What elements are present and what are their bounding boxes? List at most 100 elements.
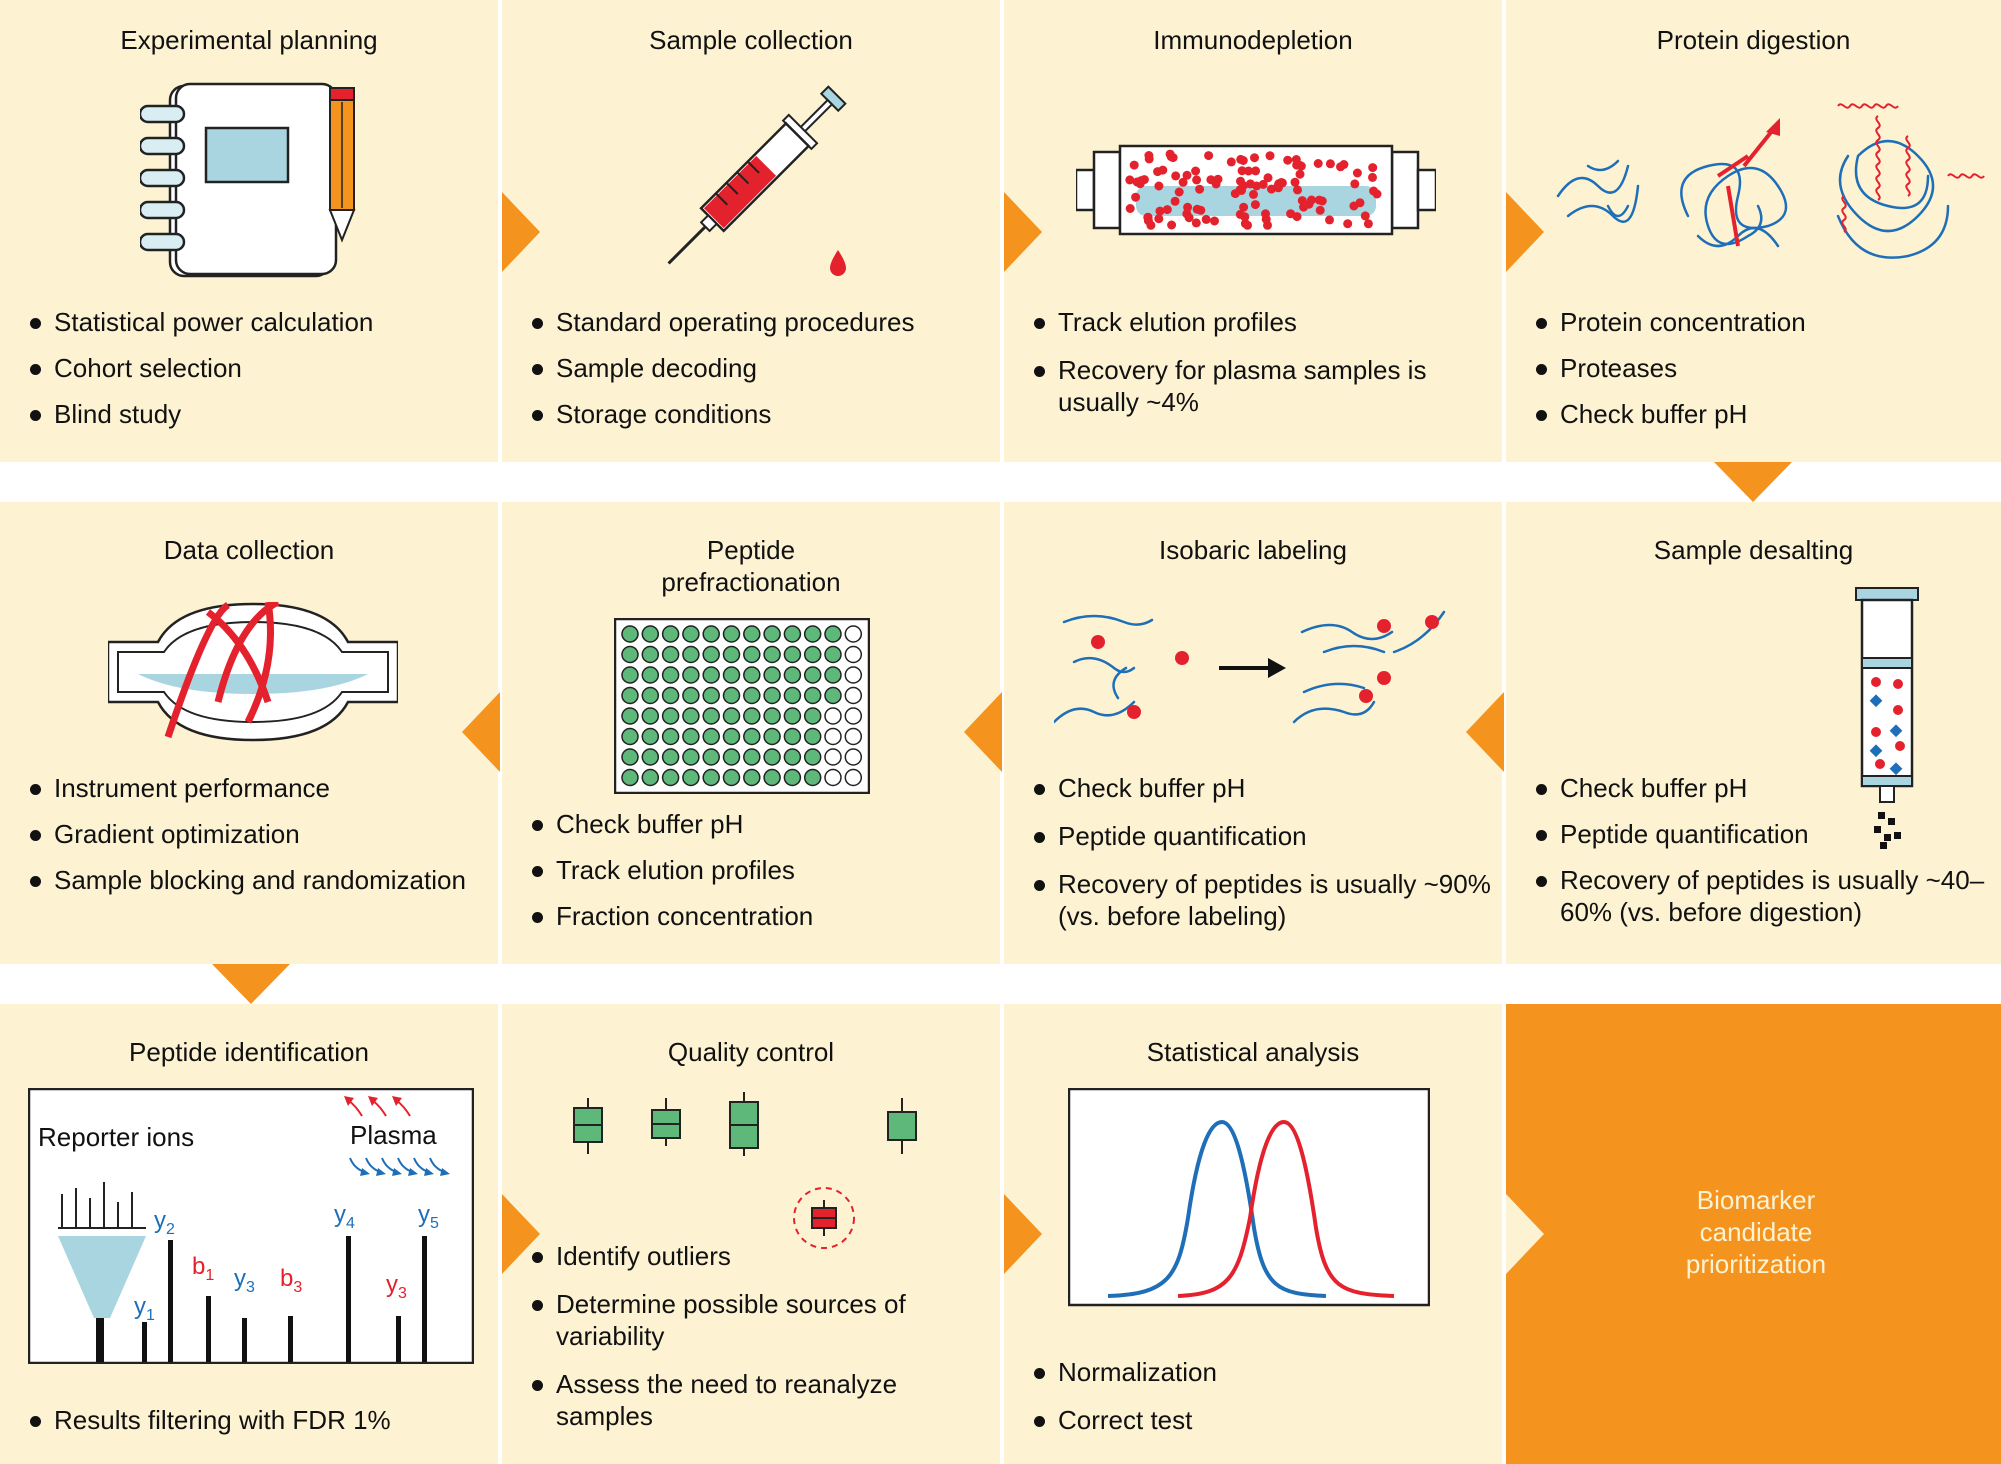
plate-well: [722, 727, 741, 746]
list-item: Gradient optimization: [30, 818, 490, 850]
particle-dot: [1195, 184, 1205, 194]
plate-well: [763, 666, 781, 684]
particle-dot: [1286, 209, 1296, 219]
bullet-list: Instrument performance Gradient optimiza…: [30, 772, 490, 896]
arrow-right-icon: [502, 192, 540, 272]
particle-dot: [1349, 201, 1359, 211]
particle-dot: [1129, 160, 1139, 170]
plate-well: [702, 727, 720, 746]
plate-well: [682, 768, 700, 787]
particle-dot: [1154, 181, 1164, 191]
list-item: Assess the need to reanalyze samples: [532, 1368, 992, 1432]
plate-well: [844, 666, 863, 684]
plate-well: [621, 727, 639, 746]
particle-dot: [1239, 202, 1249, 212]
bullet-list: Check buffer pH Track elution profiles F…: [532, 808, 992, 932]
particle-dot: [1174, 187, 1184, 197]
particle-dot: [1325, 159, 1335, 169]
plate-well: [641, 727, 660, 746]
plate-well: [783, 748, 802, 766]
arrow-left-icon: [462, 692, 500, 772]
panel-title: Sample collection: [649, 25, 853, 55]
list-item: Check buffer pH: [532, 808, 992, 840]
plate-well: [824, 727, 842, 746]
list-item: Instrument performance: [30, 772, 490, 804]
plate-well: [702, 645, 720, 664]
plate-well: [621, 666, 639, 684]
particle-dot: [1192, 204, 1202, 214]
plate-well: [641, 645, 660, 664]
plate-well: [824, 748, 842, 766]
particle-dot: [1369, 186, 1379, 196]
list-item: Identify outliers: [532, 1240, 992, 1272]
bullet-list: Statistical power calculation Cohort sel…: [30, 306, 490, 430]
plate-well: [702, 748, 720, 766]
list-item: Cohort selection: [30, 352, 490, 384]
plate-well: [682, 707, 700, 725]
list-item: Check buffer pH: [1536, 398, 1996, 430]
particle-dot: [1336, 162, 1345, 172]
particle-dot: [1363, 219, 1373, 229]
plate-well: [803, 727, 822, 746]
plate-well: [682, 645, 700, 664]
particle-dot: [1201, 214, 1211, 224]
plate-well: [722, 666, 741, 684]
particle-dot: [1125, 204, 1135, 213]
plate-well: [803, 707, 822, 725]
list-item: Peptide quantification: [1034, 820, 1494, 852]
panel-sample-collection: Sample collection Standard operating pro…: [502, 0, 1000, 462]
panel-isobaric-labeling: Isobaric labeling Check buffer pH Peptid…: [1004, 502, 1502, 964]
protein-digestion-illustration: [1556, 103, 1985, 259]
plate-well: [702, 768, 720, 787]
list-item: Peptide quantification: [1536, 818, 1996, 850]
plate-well: [682, 748, 700, 766]
list-item: Statistical power calculation: [30, 306, 490, 338]
list-item: Correct test: [1034, 1404, 1494, 1436]
list-item: Normalization: [1034, 1356, 1494, 1388]
particle-dot: [1325, 215, 1334, 225]
particle-dot: [1132, 177, 1142, 187]
plate-well: [783, 707, 802, 725]
particle-dot: [1263, 173, 1273, 183]
plate-well: [641, 707, 660, 725]
plate-well: [803, 686, 822, 705]
plate-well: [763, 686, 781, 705]
plate-well: [621, 686, 639, 705]
particle-dot: [1182, 170, 1192, 180]
particle-dot: [1178, 177, 1188, 187]
particle-dot: [1191, 218, 1201, 228]
list-item: Check buffer pH: [1034, 772, 1494, 804]
plate-well: [682, 686, 700, 705]
panel-title: Data collection: [163, 535, 335, 565]
plate-well: [763, 727, 781, 746]
plate-well: [621, 748, 639, 766]
plate-well: [621, 625, 639, 643]
plate-well: [743, 666, 761, 684]
plate-well: [702, 707, 720, 725]
particle-dot: [1210, 216, 1219, 226]
plate-well: [621, 645, 639, 664]
plate-well: [743, 686, 761, 705]
panel-title: Isobaric labeling: [1159, 535, 1347, 565]
plate-well: [722, 625, 741, 643]
list-item: Blind study: [30, 398, 490, 430]
particle-dot: [1236, 176, 1245, 186]
particle-dot: [1360, 211, 1370, 221]
plate-well: [803, 748, 822, 766]
plate-well: [803, 645, 822, 664]
plate-well: [763, 707, 781, 725]
particle-dot: [1368, 172, 1377, 182]
plate-well: [783, 625, 802, 643]
plate-well: [682, 727, 700, 746]
plate-well: [661, 686, 680, 705]
particle-dot: [1276, 178, 1286, 187]
list-item: Standard operating procedures: [532, 306, 992, 338]
particle-dot: [1162, 205, 1172, 215]
plate-well: [824, 666, 842, 684]
particle-dot: [1314, 195, 1324, 205]
panel-title: Quality control: [667, 1037, 835, 1067]
plate-well: [702, 686, 720, 705]
plate-well: [661, 768, 680, 787]
plate-well: [763, 748, 781, 766]
plate-well: [682, 666, 700, 684]
